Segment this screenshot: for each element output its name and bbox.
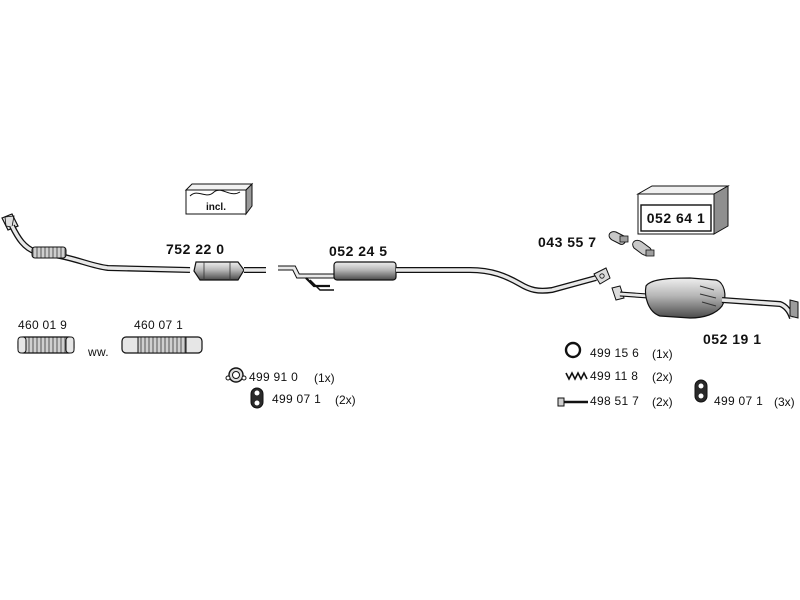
hardware-number: 499 11 8 bbox=[590, 369, 639, 383]
part-number-front-pipe: 752 22 0 bbox=[166, 241, 225, 257]
hardware-qty: (2x) bbox=[652, 395, 673, 409]
front-pipe-catalyst bbox=[1, 213, 266, 281]
hardware-number: 499 07 1 bbox=[272, 392, 322, 406]
middle-pipe-silencer bbox=[278, 261, 611, 294]
seal-ring-icon bbox=[564, 341, 582, 359]
hardware-qty: (2x) bbox=[652, 370, 673, 384]
hardware-number: 499 07 1 bbox=[714, 394, 764, 408]
alternative-separator: ww. bbox=[88, 345, 109, 359]
hardware-qty: (2x) bbox=[335, 393, 356, 407]
hardware-qty: (3x) bbox=[774, 395, 795, 409]
flex-pipe-b bbox=[121, 336, 203, 354]
flex-pipe-a bbox=[17, 336, 75, 354]
hardware-qty: (1x) bbox=[314, 371, 335, 385]
rubber-hanger-icon-right bbox=[694, 379, 708, 403]
spring-icon bbox=[565, 371, 588, 381]
part-number-rear-silencer: 052 19 1 bbox=[703, 331, 762, 347]
part-number-flex-pipe-b: 460 07 1 bbox=[134, 318, 184, 332]
incl-kit-box bbox=[184, 182, 254, 216]
hardware-number: 498 51 7 bbox=[590, 394, 640, 408]
part-number-flex-pipe-a: 460 01 9 bbox=[18, 318, 68, 332]
rubber-hanger-icon bbox=[250, 387, 264, 409]
hardware-number: 499 91 0 bbox=[249, 370, 299, 384]
gasket-ring-icon bbox=[225, 367, 247, 383]
hardware-number: 499 15 6 bbox=[590, 346, 640, 360]
rear-silencer bbox=[611, 277, 799, 320]
bolt-icon bbox=[557, 397, 588, 407]
part-number-middle-pipe: 052 24 5 bbox=[329, 243, 388, 259]
incl-label: incl. bbox=[205, 201, 226, 213]
kit-box-label: 052 64 1 bbox=[646, 210, 706, 226]
kit-box bbox=[636, 185, 730, 235]
part-number-clamp-set: 043 55 7 bbox=[538, 234, 597, 250]
hardware-qty: (1x) bbox=[652, 347, 673, 361]
clamp-set bbox=[608, 231, 655, 257]
